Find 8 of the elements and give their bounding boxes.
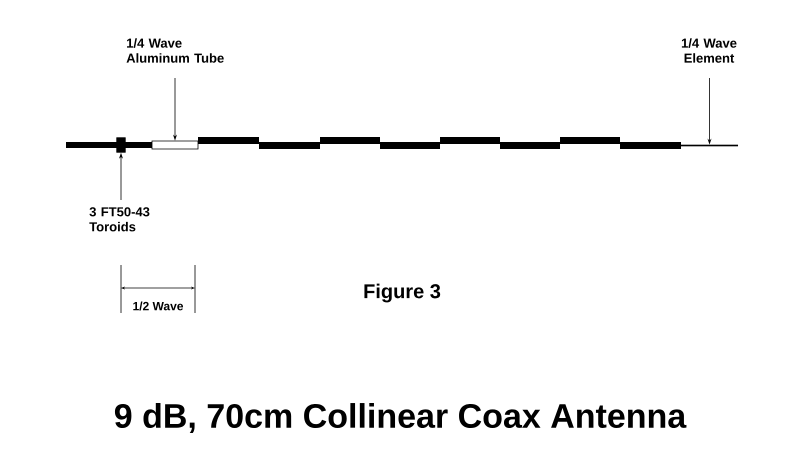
callout-text: 1/4 Wave Aluminum Tube [126,38,224,63]
dimension-label: 1/2 Wave [133,302,184,310]
toroid-block [116,137,126,153]
figure-label: Figure 3 [364,284,440,302]
aluminum-tube [152,140,198,150]
callout-text: 3 FT50-43 Toroids [89,207,150,232]
title: 9 dB, 70cm Collinear Coax Antenna [114,403,686,433]
callout-text: 1/4 Wave Element [682,38,737,63]
